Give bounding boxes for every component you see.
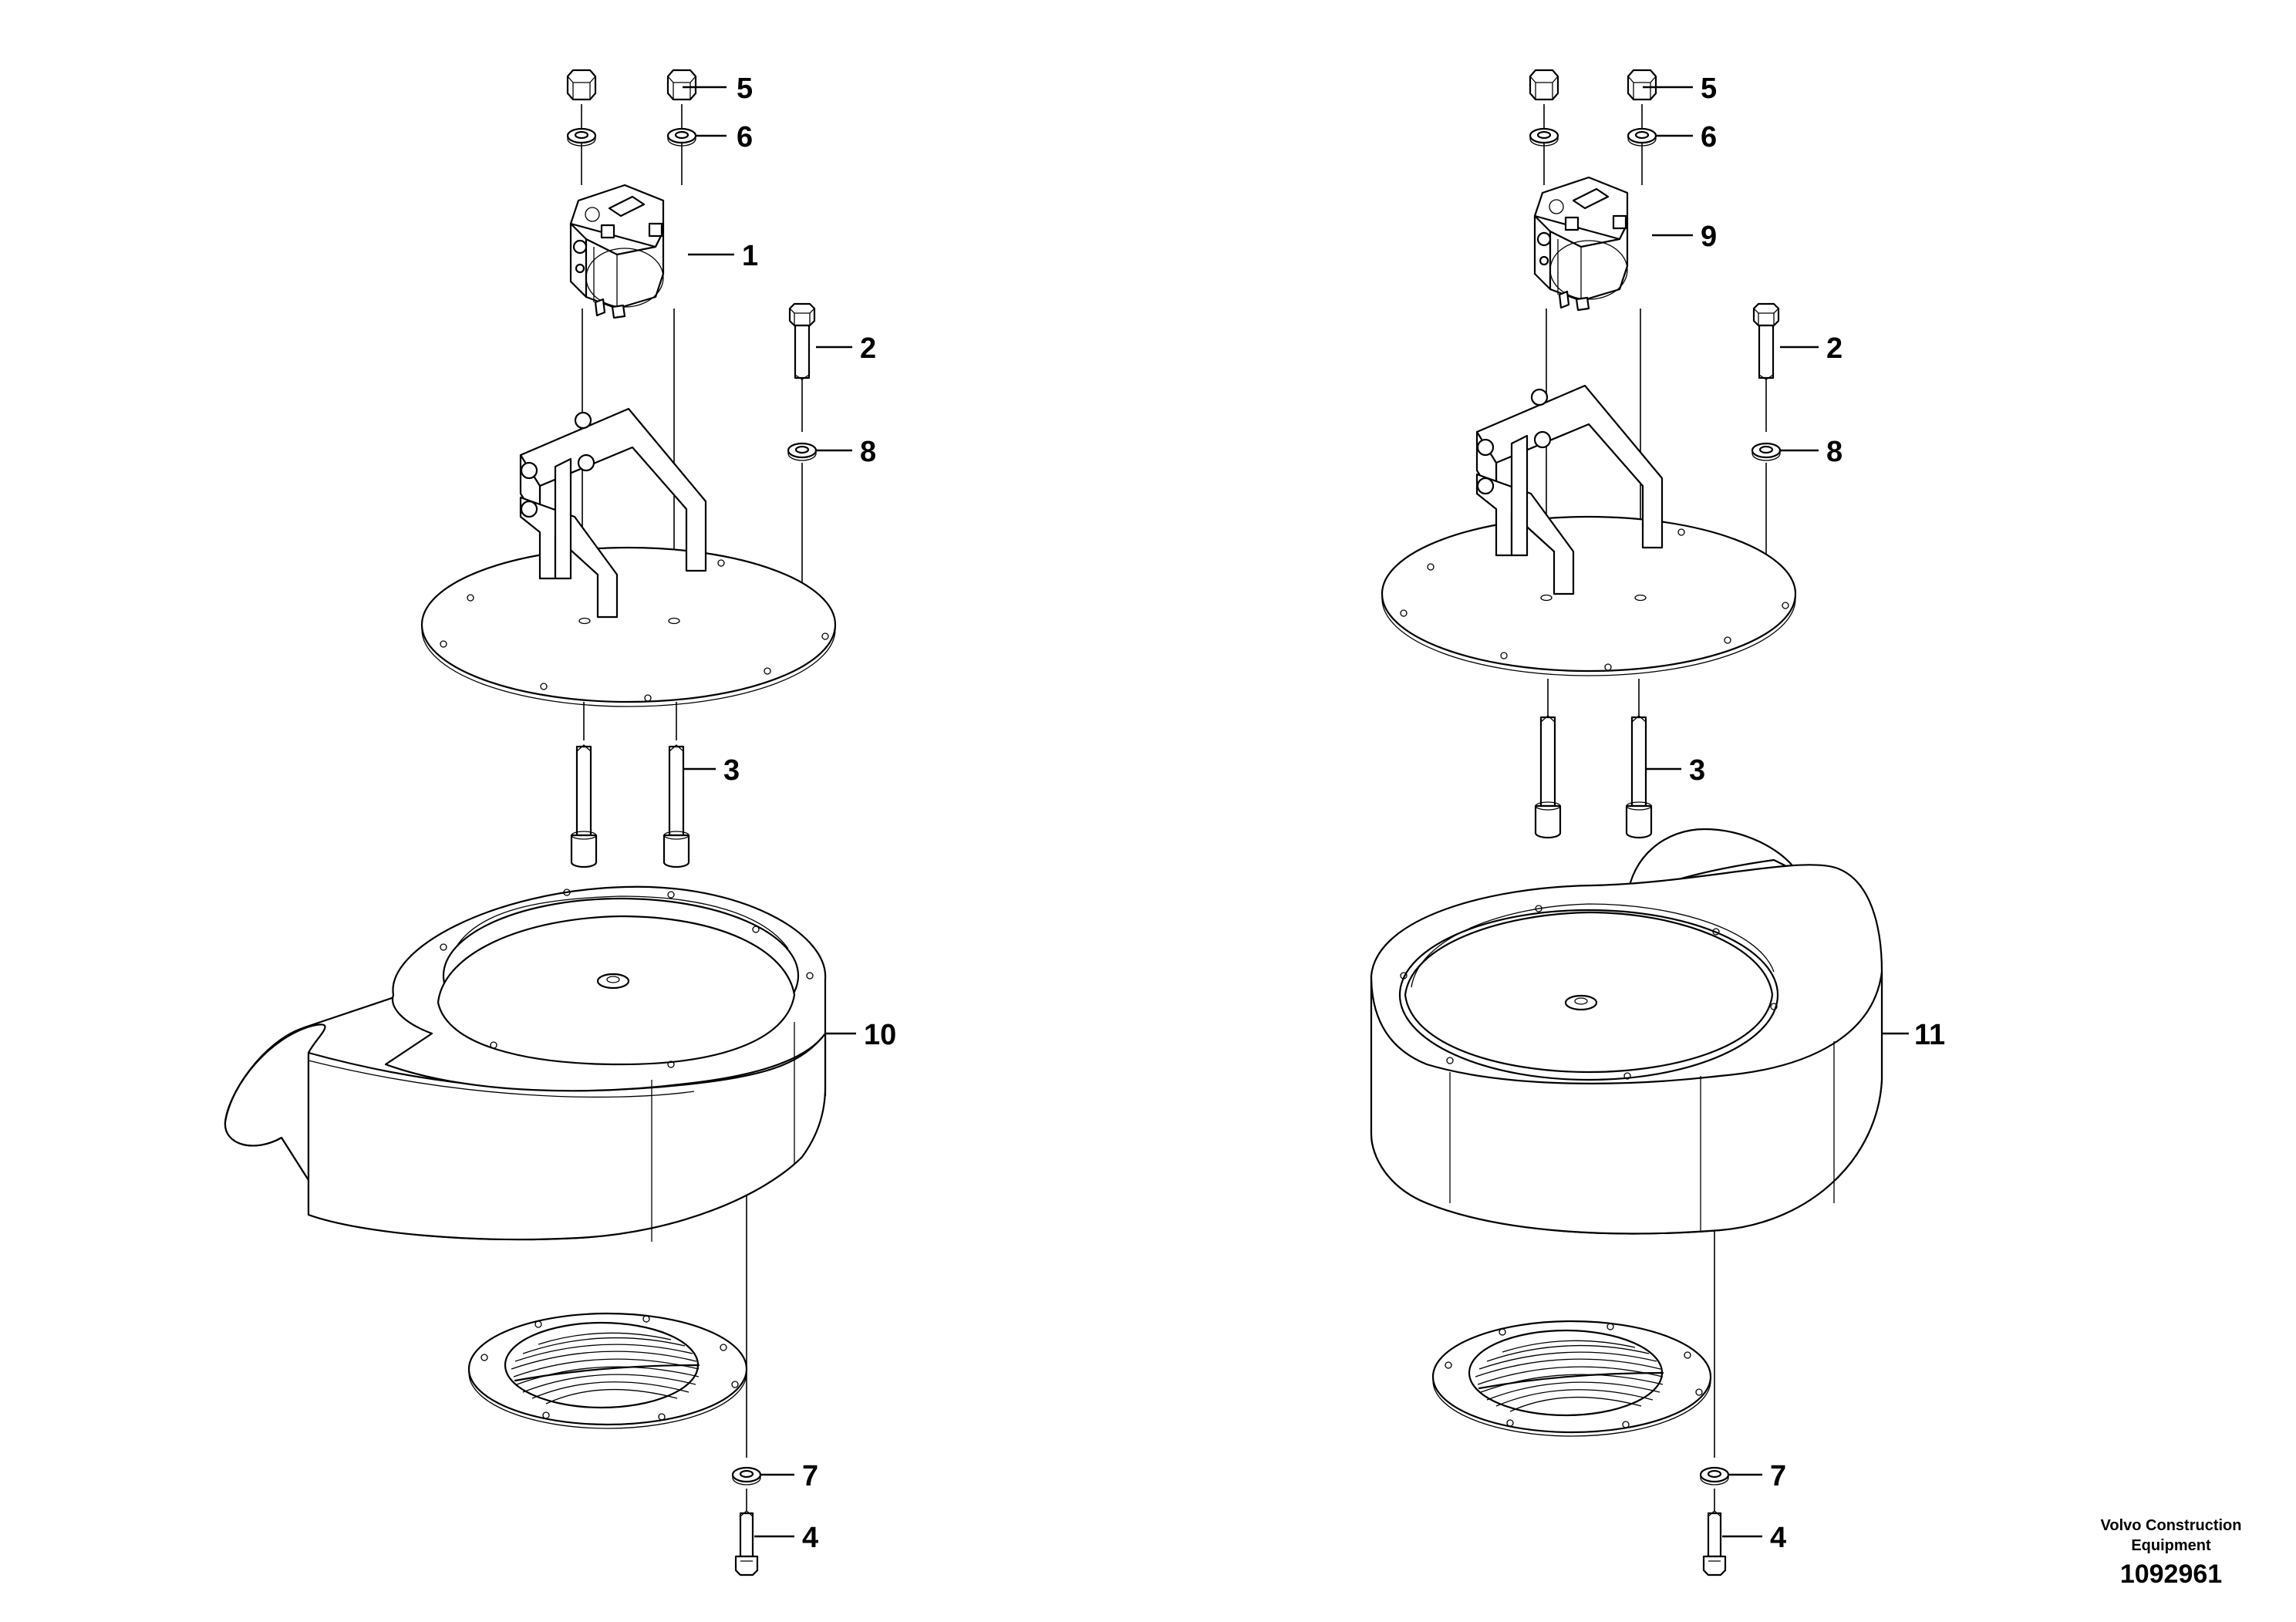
hydraulic-pump-icon	[1533, 176, 1629, 312]
fan-grille-icon	[1431, 1320, 1712, 1438]
callout-label-8: 8	[1826, 436, 1843, 468]
cap-screw-icon	[570, 744, 598, 868]
callout-label-5: 5	[1701, 73, 1717, 105]
cap-screw-icon	[663, 744, 690, 868]
credit-line-1: Volvo Construction	[2101, 1517, 2242, 1534]
credit-block: Volvo Construction Equipment 1092961	[2101, 1517, 2242, 1589]
cap-screw-icon	[1625, 714, 1653, 839]
washer-icon	[1627, 127, 1657, 147]
washer-icon	[1751, 442, 1782, 462]
bolt-icon	[788, 302, 816, 381]
washer-icon	[731, 1466, 762, 1486]
callout-label-6: 6	[1701, 121, 1717, 153]
callout-label-10: 10	[864, 1019, 896, 1051]
nut-icon	[1529, 69, 1559, 101]
washer-icon	[1529, 127, 1559, 147]
callout-label-6: 6	[737, 121, 753, 153]
bolt-icon	[1702, 1509, 1727, 1576]
fan-grille-icon	[467, 1312, 748, 1430]
callout-label-4: 4	[1770, 1522, 1786, 1554]
callout-label-11: 11	[1914, 1019, 1945, 1051]
callout-label-3: 3	[723, 754, 740, 787]
nut-icon	[1627, 69, 1657, 101]
fan-housing-icon	[1370, 828, 1883, 1235]
callout-label-5: 5	[737, 73, 753, 105]
cap-screw-icon	[1534, 714, 1562, 839]
callout-label-3: 3	[1689, 754, 1705, 787]
callout-label-7: 7	[1770, 1460, 1786, 1492]
drawing-number: 1092961	[2120, 1560, 2222, 1589]
washer-icon	[566, 127, 597, 147]
mounting-plate-icon	[1381, 515, 1797, 677]
bolt-icon	[734, 1509, 759, 1576]
fan-housing-icon	[224, 885, 827, 1242]
callout-label-9: 9	[1701, 221, 1717, 253]
bolt-icon	[1752, 302, 1780, 381]
callout-label-2: 2	[1826, 332, 1843, 365]
callout-label-8: 8	[860, 436, 876, 468]
right-assembly: 5 6 9 2 8 3 11 7 4	[1370, 69, 1945, 1576]
callout-label-1: 1	[742, 240, 758, 272]
left-assembly: 5 6 1 2 8 3 10 7 4	[224, 69, 896, 1576]
hydraulic-pump-icon	[569, 184, 665, 319]
callout-label-2: 2	[860, 332, 876, 365]
washer-icon	[1699, 1466, 1730, 1486]
washer-icon	[666, 127, 697, 147]
mounting-plate-icon	[420, 546, 837, 708]
nut-icon	[566, 69, 597, 101]
washer-icon	[787, 442, 818, 462]
callout-label-7: 7	[802, 1460, 818, 1492]
nut-icon	[666, 69, 697, 101]
callout-label-4: 4	[802, 1522, 818, 1554]
credit-line-2: Equipment	[2131, 1537, 2211, 1554]
